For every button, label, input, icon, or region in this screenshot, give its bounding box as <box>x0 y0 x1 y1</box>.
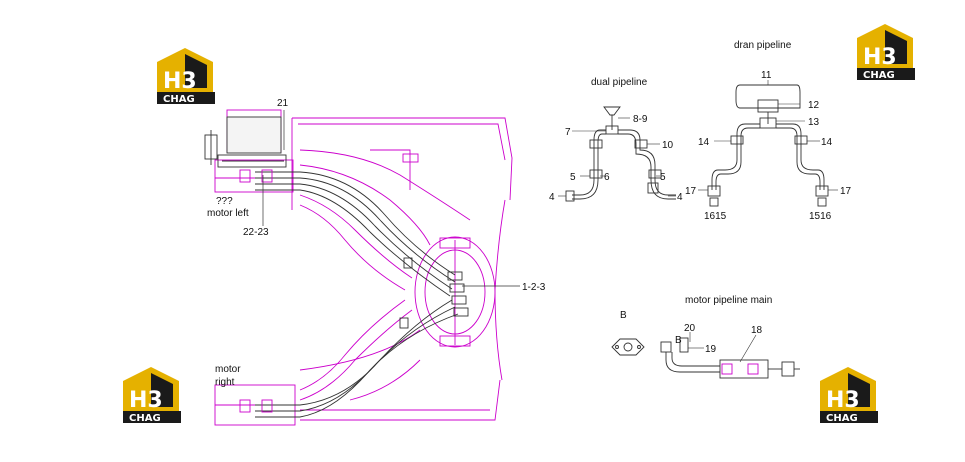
motor-right-label-line2: right <box>215 377 235 388</box>
main-label-b-right: B <box>675 335 682 346</box>
detail-label-b: B <box>620 310 627 321</box>
chag-logo-bottom-left: H3 CHAG <box>123 367 181 424</box>
motor-pipeline-main-drawing <box>660 332 800 379</box>
chag-logo-top-left: H3 CHAG <box>157 48 215 105</box>
logo-mark: H3 <box>863 45 897 70</box>
logo-mark: H3 <box>163 69 197 94</box>
dran-pipeline-drawing <box>698 80 838 207</box>
logo-text: CHAG <box>826 413 858 424</box>
leader-lines-main <box>262 110 520 287</box>
dual-callout-7: 7 <box>565 127 571 138</box>
dran-callout-1516: 1516 <box>809 211 832 222</box>
logo-mark: H3 <box>129 388 163 413</box>
motor-left-body <box>204 116 287 168</box>
dual-callout-10: 10 <box>662 140 674 151</box>
motor-left-fittings <box>239 169 273 413</box>
dran-callout-11: 11 <box>761 70 772 81</box>
main-hoses <box>255 171 469 418</box>
motor-pipeline-main-title: motor pipeline main <box>685 295 772 306</box>
dran-pipeline-title: dran pipeline <box>734 40 792 51</box>
dual-callout-5b: 5 <box>660 172 666 183</box>
main-callout-19: 19 <box>705 344 717 355</box>
dual-callout-5a: 5 <box>570 172 576 183</box>
motor-right-label-line1: motor <box>215 364 241 375</box>
dual-callout-4b: 4 <box>677 192 683 203</box>
dran-callout-1615: 1615 <box>704 211 727 222</box>
logo-text: CHAG <box>129 413 161 424</box>
dran-callout-13: 13 <box>808 117 820 128</box>
main-callout-20: 20 <box>684 323 696 334</box>
dual-callout-4a: 4 <box>549 192 555 203</box>
motor-pipeline-main-accents <box>721 363 759 375</box>
logo-text: CHAG <box>863 70 895 81</box>
dran-callout-17a: 17 <box>685 186 697 197</box>
dran-callout-14b: 14 <box>821 137 833 148</box>
callout-21: 21 <box>277 98 289 109</box>
dual-pipeline-drawing <box>558 106 676 202</box>
main-callout-18: 18 <box>751 325 763 336</box>
chag-logo-bottom-right: H3 CHAG <box>820 367 878 424</box>
dran-callout-17b: 17 <box>840 186 852 197</box>
unknown-label: ??? <box>216 196 233 207</box>
callout-1-2-3: 1-2-3 <box>522 282 546 293</box>
callout-22-23: 22-23 <box>243 227 269 238</box>
dran-callout-14a: 14 <box>698 137 710 148</box>
logo-mark: H3 <box>826 388 860 413</box>
chag-logo-top-right: H3 CHAG <box>857 24 915 81</box>
dran-callout-12: 12 <box>808 100 820 111</box>
dual-pipeline-title: dual pipeline <box>591 77 648 88</box>
dual-callout-6: 6 <box>604 172 610 183</box>
dual-callout-8-9: 8-9 <box>633 114 648 125</box>
flange-b-detail <box>611 338 645 356</box>
logo-text: CHAG <box>163 94 195 105</box>
motor-left-label: motor left <box>207 208 249 219</box>
